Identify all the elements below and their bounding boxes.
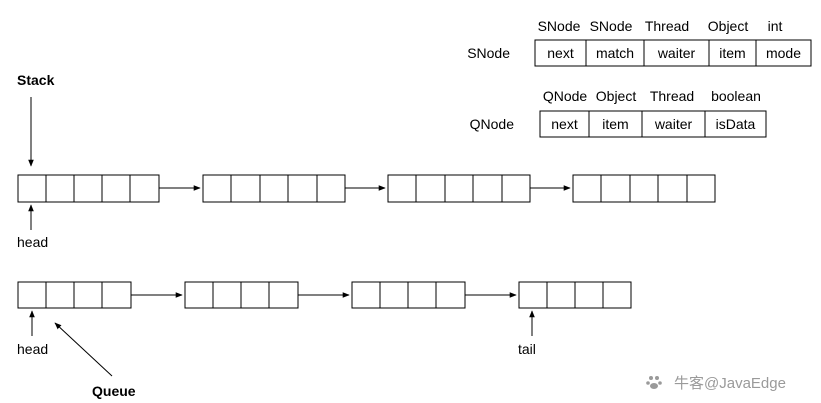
stack-node [17,174,160,203]
qnode-field-cells: next item waiter isData [539,110,767,138]
queue-node [17,281,132,309]
qnode-field-cell [588,110,643,138]
snode-field-label: match [596,45,634,61]
qnode-field-label: item [602,116,628,132]
queue-tail-label: tail [518,341,536,357]
qnode-type-label: boolean [711,88,761,104]
stack-head-label: head [17,234,48,250]
snode-field-label: waiter [657,45,696,61]
snode-type-label: int [768,18,783,34]
queue-head-label: head [17,341,48,357]
snode-name-label: SNode [467,45,510,61]
stack-diagram: Stack [17,72,716,250]
qnode-field-cell [539,110,590,138]
queue-node [351,281,466,309]
stack-node [572,174,716,203]
snode-type-label: SNode [590,18,633,34]
queue-pointer-arrow [54,322,113,377]
qnode-field-label: isData [716,116,756,132]
snode-type-label: Thread [645,18,689,34]
queue-title: Queue [92,383,136,399]
snode-field-cells: next match waiter item mode [534,39,812,67]
snode-field-label: mode [766,45,801,61]
watermark: 牛客@JavaEdge [646,375,786,392]
stack-node [387,174,531,203]
snode-type-label: Object [708,18,749,34]
qnode-field-label: next [551,116,578,132]
snode-field-cell [534,39,587,67]
snode-type-labels: SNode SNode Thread Object int [538,18,783,34]
snode-field-label: item [719,45,745,61]
qnode-name-label: QNode [470,116,515,132]
snode-field-cell [755,39,812,67]
snode-field-label: next [547,45,574,61]
qnode-structure: QNode QNode Object Thread boolean next i… [470,88,767,138]
stack-title: Stack [17,72,55,88]
qnode-type-label: Object [596,88,637,104]
watermark-text: 牛客@JavaEdge [674,375,786,392]
qnode-field-cell [641,110,706,138]
queue-node [518,281,632,309]
snode-field-cell [643,39,710,67]
queue-node [184,281,299,309]
stack-node [202,174,346,203]
snode-type-label: SNode [538,18,581,34]
qnode-type-labels: QNode Object Thread boolean [543,88,761,104]
qnode-type-label: QNode [543,88,588,104]
qnode-field-cell [704,110,767,138]
qnode-type-label: Thread [650,88,694,104]
snode-structure: SNode SNode SNode Thread Object int next… [467,18,812,67]
paw-icon [646,376,662,389]
qnode-field-label: waiter [654,116,693,132]
queue-diagram: head tail Queue [17,281,632,399]
snode-field-cell [585,39,645,67]
